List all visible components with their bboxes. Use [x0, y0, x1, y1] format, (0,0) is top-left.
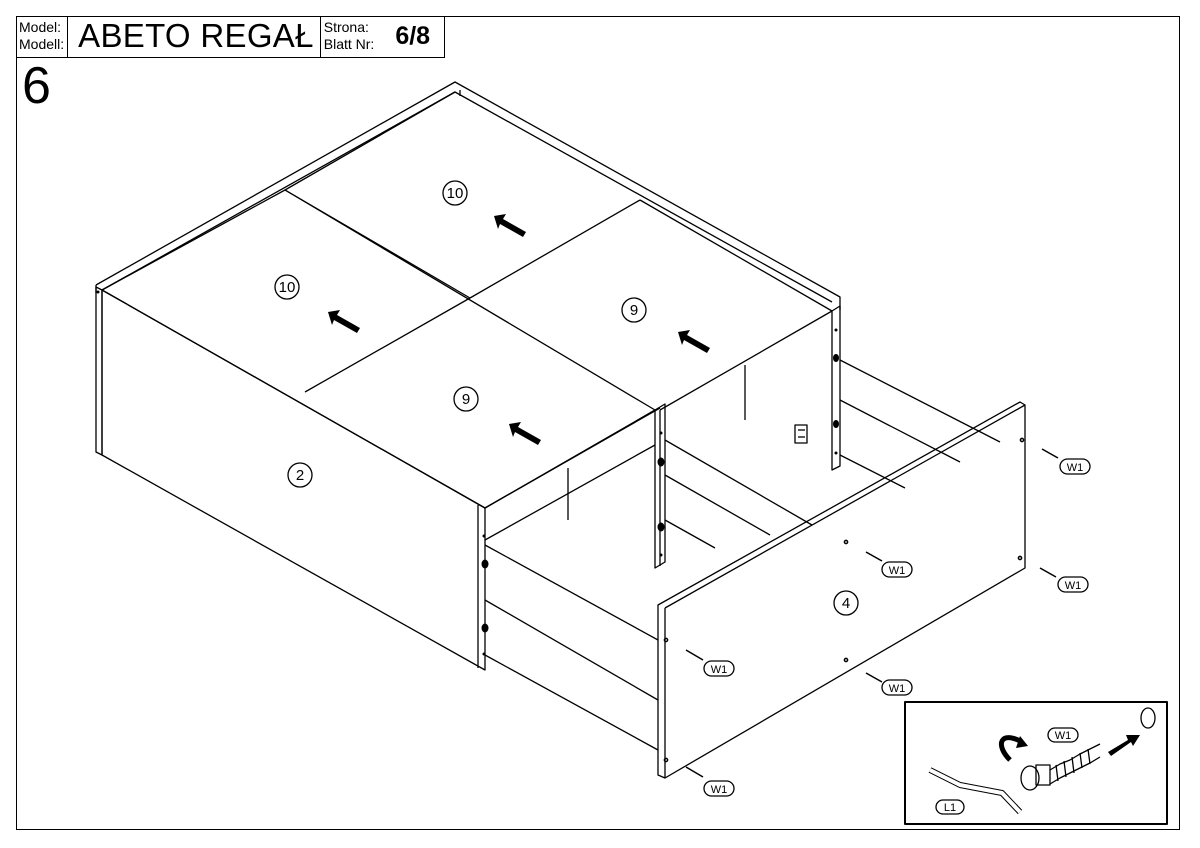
- w1-callout-oval: [881, 561, 913, 578]
- page-label: Strona: Blatt Nr:: [321, 16, 378, 57]
- side-panel-2: [95, 286, 486, 671]
- step-number: 6: [22, 57, 51, 115]
- inner-structure: [484, 305, 1001, 751]
- detail-screw-label: W1: [1055, 730, 1072, 742]
- model-label-cell: Model: Modell:: [16, 16, 69, 57]
- part-label: 10: [447, 185, 464, 202]
- w1-callout-oval: [703, 780, 735, 797]
- top-panels: [101, 91, 833, 509]
- w1-label: W1: [711, 784, 728, 796]
- part-circle: [833, 590, 859, 616]
- w1-label: W1: [889, 683, 906, 695]
- page-label-de: Blatt Nr:: [323, 36, 375, 52]
- w1-callout-oval: [703, 660, 735, 677]
- model-name-cell: ABETO REGAŁ: [68, 16, 321, 57]
- detail-inset: [904, 701, 1168, 825]
- page-frame: [16, 16, 1180, 830]
- part-label: 2: [296, 467, 304, 484]
- w1-screws: [663, 437, 1059, 778]
- part-circle: [453, 386, 479, 412]
- w1-callout-oval: [881, 679, 913, 696]
- top-frame: [95, 81, 841, 310]
- front-panel-4: [657, 401, 1026, 779]
- dowels: [96, 290, 839, 656]
- model-label-pl: Model:: [19, 19, 62, 35]
- part-circle: [287, 462, 313, 488]
- page-label-pl: Strona:: [323, 19, 369, 35]
- part-circle: [442, 180, 468, 206]
- part-label: 4: [842, 595, 850, 612]
- part-circle: [621, 297, 647, 323]
- page-label-cell: Strona: Blatt Nr: 6/8: [321, 16, 444, 57]
- title-block: Model: Modell: ABETO REGAŁ Strona: Blatt…: [16, 16, 446, 58]
- detail-key-label: L1: [944, 802, 956, 814]
- detail-screw-oval: [1047, 727, 1079, 743]
- model-name: ABETO REGAŁ: [78, 17, 314, 54]
- w1-label: W1: [1067, 462, 1084, 474]
- insertion-arrows: [328, 214, 710, 445]
- part-label: 9: [630, 302, 638, 319]
- w1-callout-oval: [1059, 458, 1091, 475]
- part-label: 10: [279, 279, 296, 296]
- model-label-de: Modell:: [19, 36, 65, 52]
- w1-label: W1: [711, 664, 728, 676]
- w1-label: W1: [889, 565, 906, 577]
- w1-callouts: [703, 458, 1091, 797]
- part-callouts: [274, 180, 859, 616]
- w1-callout-oval: [1057, 576, 1089, 593]
- detail-key-oval: [935, 799, 965, 815]
- page-number: 6/8: [395, 22, 431, 50]
- w1-label: W1: [1065, 580, 1082, 592]
- part-label: 9: [462, 391, 470, 408]
- part-circle: [274, 274, 300, 300]
- model-label: Model: Modell:: [16, 16, 67, 53]
